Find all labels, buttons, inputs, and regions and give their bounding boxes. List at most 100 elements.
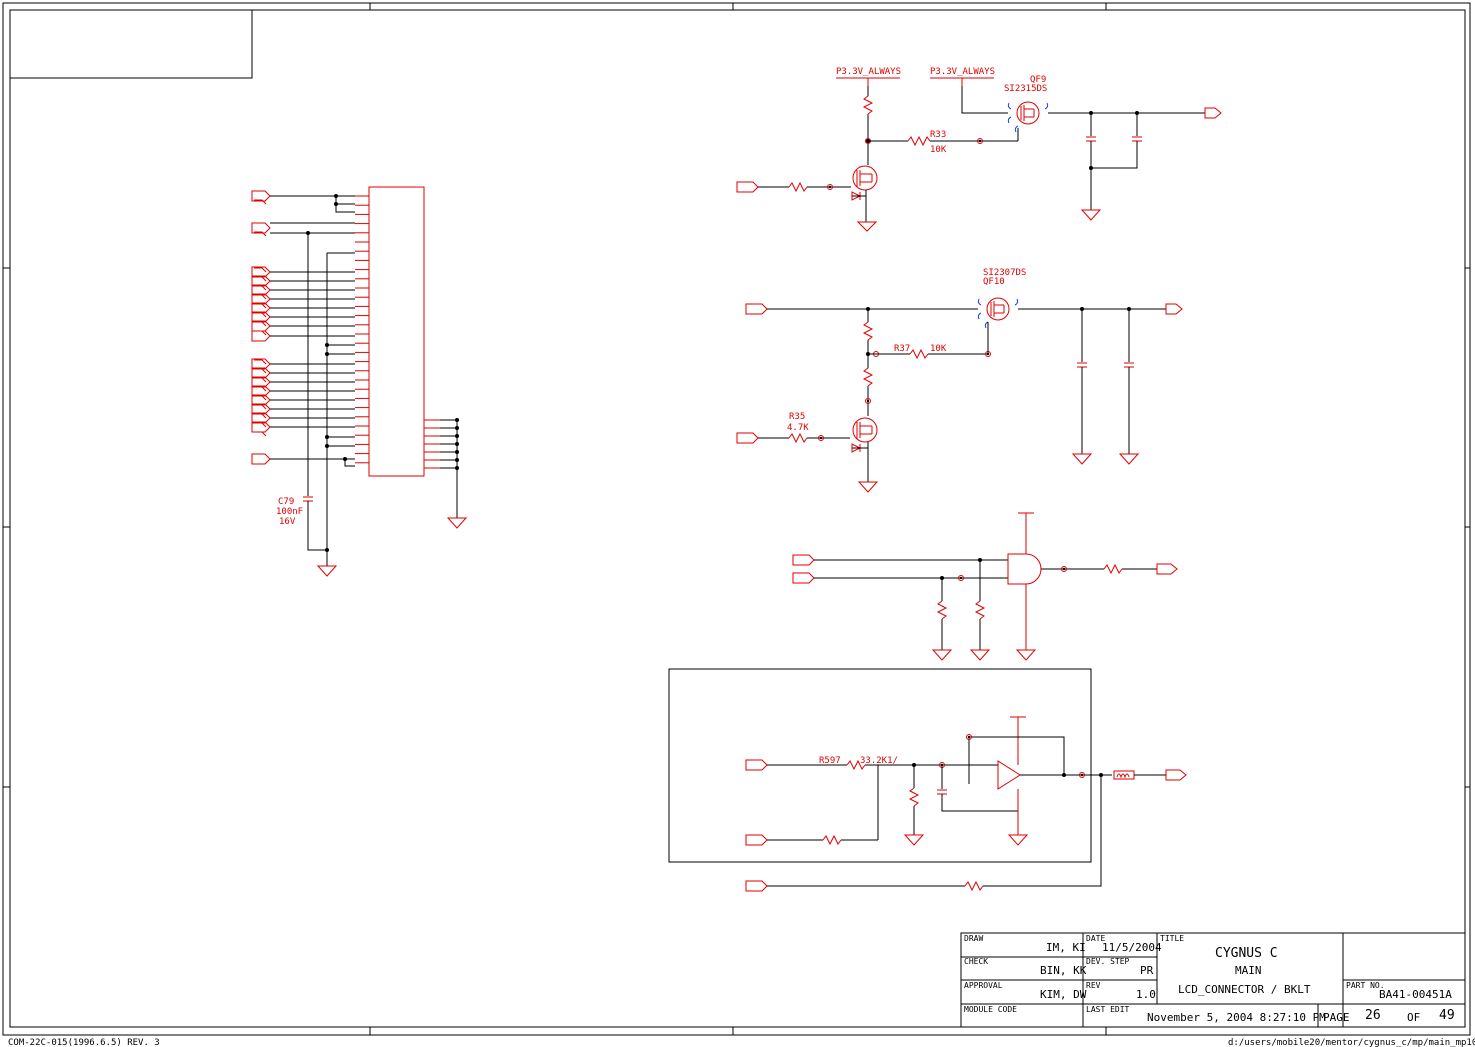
- form-code: COM-22C-015(1996.6.5) REV. 3: [8, 1038, 160, 1047]
- port-symbol-edge: [254, 359, 267, 365]
- draw-label: DRAW: [964, 934, 983, 943]
- resistor-r37: [909, 348, 929, 360]
- lcd-connector-body: [368, 186, 425, 477]
- port-symbol: [251, 293, 271, 305]
- ground-symbol: [903, 834, 925, 846]
- port-in-qf10-ctrl: [736, 432, 759, 444]
- r33-value: 10K: [930, 145, 947, 155]
- junction-dot: [343, 457, 347, 461]
- resistor-r35: [788, 432, 808, 444]
- opamp-buffer: [997, 760, 1021, 790]
- devstep-label: DEV. STEP: [1086, 957, 1130, 966]
- port-symbol-edge: [254, 231, 267, 237]
- title-line-1: CYGNUS C: [1215, 946, 1278, 961]
- resistor-r597: [846, 759, 866, 771]
- port-symbol-edge: [254, 276, 267, 282]
- of-value: 49: [1439, 1008, 1455, 1023]
- qf10-value: SI2307DS: [983, 268, 1026, 278]
- of-label: OF: [1407, 1011, 1420, 1024]
- port-in-bottom: [745, 880, 768, 892]
- port-symbol-edge: [254, 368, 267, 374]
- approval-value: KIM, DW: [1040, 988, 1087, 1001]
- junction-dot: [325, 444, 329, 448]
- qf9-power-switch: P3.3V_ALWAYS R33 10K P3.3V_ALWAYS QF9 SI…: [736, 67, 1222, 232]
- port-symbol: [251, 421, 271, 433]
- c79-value: 100nF: [276, 507, 303, 517]
- port-in-and-b: [792, 572, 815, 584]
- port-symbol: [251, 330, 271, 342]
- port-symbol-edge: [254, 404, 267, 410]
- port-symbol-edge: [254, 422, 267, 428]
- port-symbol: [251, 320, 271, 332]
- module-label: MODULE CODE: [964, 1005, 1017, 1014]
- port-in-qf9-ctrl: [736, 181, 759, 193]
- lcd-connector-circuit: [251, 186, 468, 577]
- port-symbol-edge: [254, 303, 267, 309]
- port-symbol: [251, 266, 271, 278]
- ground-symbol: [1071, 453, 1093, 465]
- port-symbol: [251, 302, 271, 314]
- title-line-2: MAIN: [1235, 964, 1262, 977]
- port-symbol: [251, 190, 271, 202]
- r37-ref: R37: [894, 344, 910, 354]
- port-symbol-edge: [254, 321, 267, 327]
- port-symbol: [251, 385, 271, 397]
- partno-value: BA41-00451A: [1379, 988, 1452, 1001]
- check-label: CHECK: [964, 957, 988, 966]
- r33-ref: R33: [930, 130, 946, 140]
- port-symbol-edge: [254, 267, 267, 273]
- title-block: [960, 932, 1466, 1028]
- mosfet-nch-2: [852, 417, 878, 443]
- resistor-r33: [907, 135, 931, 147]
- port-symbol-edge: [254, 395, 267, 401]
- port-in-qf10: [745, 303, 768, 315]
- c79-voltage: 16V: [279, 517, 296, 527]
- junction-dot: [325, 352, 329, 356]
- net-label-p33-a: P3.3V_ALWAYS: [836, 67, 901, 77]
- port-symbol-edge: [254, 377, 267, 383]
- port-symbol: [251, 275, 271, 287]
- port-symbol-edge: [254, 431, 267, 437]
- ground-symbol: [316, 565, 338, 577]
- ground-symbol: [969, 649, 991, 661]
- port-symbol: [251, 358, 271, 370]
- approval-label: APPROVAL: [964, 981, 1003, 990]
- pullup-resistor: [862, 95, 874, 115]
- port-symbol: [251, 284, 271, 296]
- port-in-opamp: [745, 759, 768, 771]
- ground-symbol: [857, 481, 879, 493]
- rev-value: 1.0: [1136, 988, 1156, 1001]
- date-label: DATE: [1086, 934, 1105, 943]
- r35-value: 4.7K: [787, 423, 809, 433]
- title-block-text: DRAW IM, KI DATE 11/5/2004 TITLE CYGNUS …: [964, 934, 1455, 1024]
- qf9-ref: QF9: [1030, 75, 1046, 85]
- port-symbol: [251, 453, 271, 465]
- title-label: TITLE: [1160, 934, 1184, 943]
- port-symbol: [251, 403, 271, 415]
- junction-dot: [325, 343, 329, 347]
- port-symbol-edge: [254, 330, 267, 336]
- partno-label: PART NO.: [1346, 981, 1385, 990]
- port-symbol-edge: [254, 285, 267, 291]
- wire: [344, 459, 355, 467]
- port-symbol: [251, 394, 271, 406]
- ground-symbol: [1118, 453, 1140, 465]
- and-gate-circuit: [792, 512, 1178, 661]
- qf10-ref: QF10: [983, 277, 1005, 287]
- net-label-p33-b: P3.3V_ALWAYS: [930, 67, 995, 77]
- port-symbol-edge: [254, 386, 267, 392]
- ground-symbol: [446, 517, 468, 529]
- page-value: 26: [1365, 1008, 1381, 1023]
- port-symbol: [251, 367, 271, 379]
- port-symbol-edge: [254, 294, 267, 300]
- ground-symbol: [931, 649, 953, 661]
- ground-symbol: [1015, 649, 1037, 661]
- file-path: d:/users/mobile20/mentor/cygnus_c/mp/mai…: [1228, 1038, 1475, 1047]
- c79-ref: C79: [278, 497, 294, 507]
- port-symbol: [251, 222, 271, 234]
- port-out-opamp: [1165, 769, 1187, 781]
- r35-ref: R35: [789, 412, 805, 422]
- date-value: 11/5/2004: [1102, 941, 1162, 954]
